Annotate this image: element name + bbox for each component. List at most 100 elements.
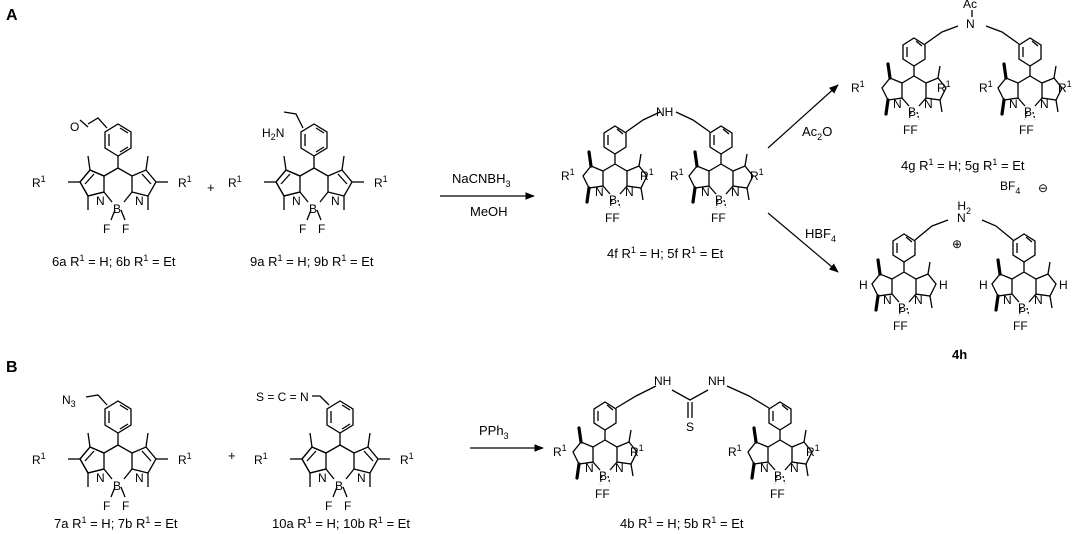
- svg-text:B: B: [309, 202, 317, 216]
- structure-4f: NH N B N FF N B N FF R1 R1 R1 R1: [561, 105, 764, 225]
- svg-text:N: N: [96, 471, 105, 485]
- svg-text:⊕: ⊕: [952, 237, 962, 251]
- svg-text:R1: R1: [374, 174, 388, 190]
- label-7: 7a R1 = H; 7b R1 = Et: [54, 515, 178, 531]
- svg-text:B: B: [1018, 301, 1026, 315]
- svg-text:FF: FF: [893, 319, 908, 333]
- svg-text:R1: R1: [979, 79, 993, 95]
- svg-text:F: F: [344, 499, 351, 513]
- svg-text:F: F: [299, 222, 306, 236]
- svg-text:R1: R1: [728, 443, 742, 459]
- label-9: 9a R1 = H; 9b R1 = Et: [250, 253, 374, 269]
- svg-text:FF: FF: [770, 487, 785, 501]
- svg-text:N: N: [701, 185, 710, 199]
- svg-text:R1: R1: [640, 167, 654, 183]
- svg-text:R1: R1: [178, 174, 192, 190]
- svg-text:H: H: [1059, 278, 1068, 292]
- svg-text:⊖: ⊖: [1038, 181, 1048, 195]
- svg-text:N: N: [357, 471, 366, 485]
- svg-text:B: B: [774, 469, 782, 483]
- svg-text:N: N: [790, 461, 799, 475]
- svg-text:N: N: [1009, 97, 1018, 111]
- panel-label-b: B: [6, 359, 18, 376]
- svg-text:R1: R1: [32, 451, 46, 467]
- reagent-ac2o: Ac2O: [802, 124, 832, 142]
- svg-text:B: B: [609, 193, 617, 207]
- svg-text:N: N: [924, 97, 933, 111]
- reaction-arrow-hbf4: [767, 212, 839, 273]
- svg-text:R1: R1: [561, 167, 575, 183]
- svg-text:FF: FF: [1019, 123, 1034, 137]
- svg-text:F: F: [318, 222, 325, 236]
- svg-text:N: N: [318, 471, 327, 485]
- svg-text:H: H: [859, 278, 868, 292]
- svg-text:B: B: [113, 479, 121, 493]
- reagent-meoh: MeOH: [470, 204, 508, 219]
- svg-text:R1: R1: [630, 443, 644, 459]
- svg-text:N: N: [96, 194, 105, 208]
- label-4h: 4h: [952, 347, 967, 362]
- svg-text:B: B: [1024, 105, 1032, 119]
- svg-text:N: N: [966, 17, 975, 31]
- svg-text:FF: FF: [595, 487, 610, 501]
- structure-6: O N B N F F R1 R1: [32, 117, 192, 236]
- structure-4h: BF4 ⊖ H2N ⊕ N B N FF N B N FF H H H H: [859, 179, 1068, 333]
- svg-text:N: N: [135, 471, 144, 485]
- reagent-hbf4: HBF4: [805, 226, 836, 244]
- svg-text:H: H: [979, 278, 988, 292]
- svg-text:B: B: [715, 193, 723, 207]
- svg-text:B: B: [335, 479, 343, 493]
- label-10: 10a R1 = H; 10b R1 = Et: [272, 515, 410, 531]
- structure-4b: NH NH S N B N FF N B N FF R1 R1 R1 R1: [553, 374, 820, 501]
- svg-text:N: N: [1034, 293, 1043, 307]
- svg-text:N: N: [135, 194, 144, 208]
- svg-text:N: N: [731, 185, 740, 199]
- svg-text:BF4: BF4: [1000, 179, 1020, 196]
- svg-text:R1: R1: [32, 174, 46, 190]
- plus-sign-2: +: [228, 448, 236, 463]
- svg-text:FF: FF: [903, 123, 918, 137]
- svg-text:F: F: [103, 499, 110, 513]
- svg-text:R1: R1: [228, 174, 242, 190]
- svg-text:R1: R1: [553, 443, 567, 459]
- svg-text:FF: FF: [711, 211, 726, 225]
- svg-text:N: N: [595, 185, 604, 199]
- svg-text:R1: R1: [400, 451, 414, 467]
- structure-10: S = C = N N B N F F R1 R1: [254, 390, 414, 513]
- label-4g: 4g R1 = H; 5g R1 = Et: [901, 157, 1025, 173]
- svg-text:F: F: [325, 499, 332, 513]
- reaction-arrow-ac2o: [767, 84, 839, 149]
- svg-text:FF: FF: [605, 211, 620, 225]
- label-4b: 4b R1 = H; 5b R1 = Et: [620, 515, 744, 531]
- svg-text:B: B: [599, 469, 607, 483]
- svg-text:B: B: [898, 301, 906, 315]
- svg-text:N: N: [1040, 97, 1049, 111]
- svg-text:N: N: [893, 97, 902, 111]
- svg-text:S: S: [686, 420, 694, 434]
- svg-text:Ac: Ac: [963, 0, 977, 11]
- svg-text:B: B: [908, 105, 916, 119]
- svg-text:R1: R1: [178, 451, 192, 467]
- svg-text:H2N: H2N: [957, 199, 971, 225]
- panel-label-a: A: [6, 7, 18, 24]
- svg-text:O: O: [70, 120, 79, 134]
- svg-text:R1: R1: [937, 79, 951, 95]
- svg-text:N: N: [615, 461, 624, 475]
- svg-text:N: N: [883, 293, 892, 307]
- svg-text:F: F: [122, 222, 129, 236]
- svg-text:F: F: [103, 222, 110, 236]
- svg-text:FF: FF: [1013, 319, 1028, 333]
- svg-text:N: N: [760, 461, 769, 475]
- svg-text:N3: N3: [62, 393, 76, 409]
- structure-4g: N Ac N B N FF N B N FF R1 R1 R1 R1: [851, 0, 1072, 137]
- structure-9: H2N N B N F F R1 R1: [228, 111, 388, 236]
- svg-text:R1: R1: [806, 443, 820, 459]
- svg-text:R1: R1: [851, 79, 865, 95]
- plus-sign-1: +: [207, 180, 215, 195]
- svg-text:S = C = N: S = C = N: [256, 390, 309, 404]
- svg-text:NH: NH: [656, 105, 673, 119]
- structure-7: N3 N B N F F R1 R1: [32, 393, 192, 513]
- label-4f: 4f R1 = H; 5f R1 = Et: [607, 245, 724, 261]
- svg-text:H: H: [939, 278, 948, 292]
